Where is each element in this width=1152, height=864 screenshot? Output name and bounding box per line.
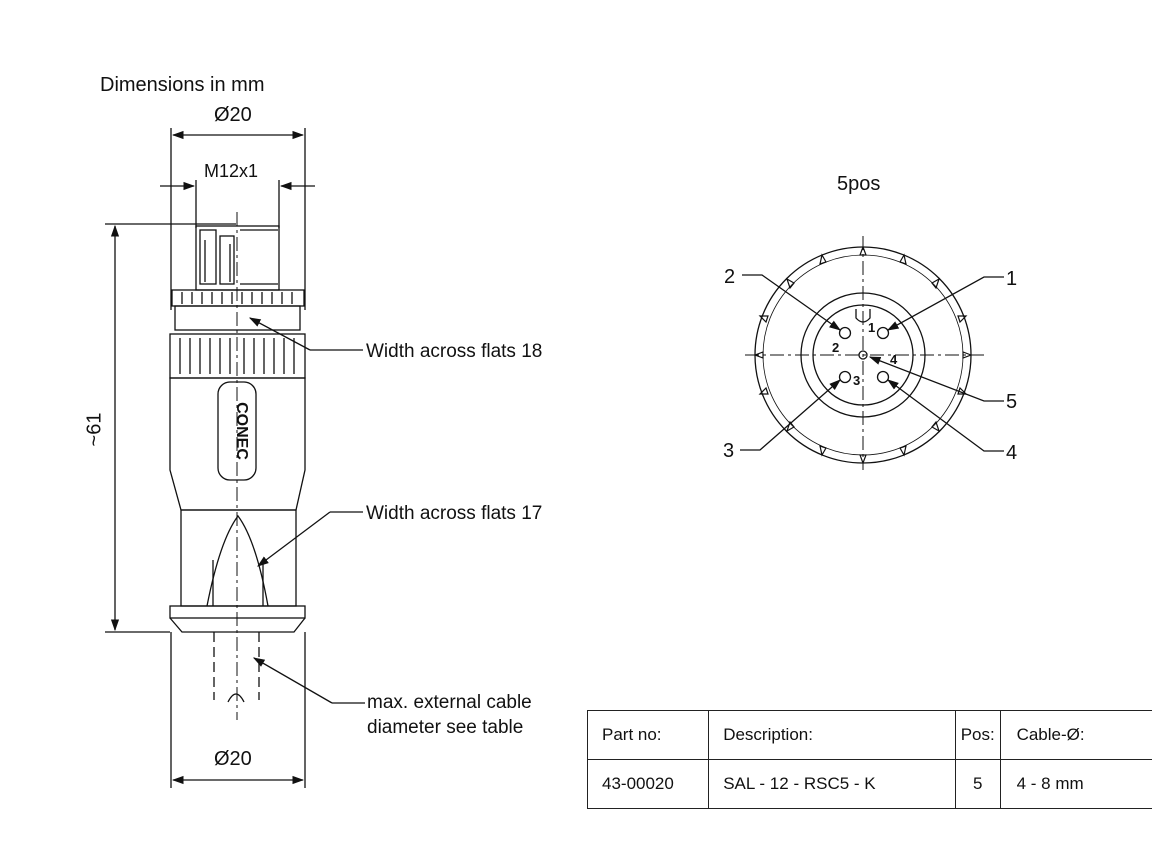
bottom-diameter-dimension	[170, 632, 306, 788]
table-header-part-no: Part no:	[586, 710, 710, 760]
pin-label-2: 2	[724, 266, 736, 288]
thread-dimension	[160, 180, 315, 228]
pin-1	[876, 326, 890, 340]
top-diameter-label: Ø20	[214, 104, 252, 126]
table-header-pos: Pos:	[954, 710, 1001, 760]
knurl-teeth	[753, 245, 973, 465]
table-header-row: Part no: Description: Pos: Cable-Ø:	[586, 710, 1152, 760]
pin-label-3: 3	[723, 440, 735, 462]
pin-label-5: 5	[1006, 391, 1018, 413]
knurl-ring-1	[181, 292, 293, 304]
flats-18-callout: Width across flats 18	[366, 341, 543, 362]
pin-3	[838, 370, 852, 384]
inner-label-4: 4	[890, 352, 898, 367]
parts-table: Part no: Description: Pos: Cable-Ø: 43-0…	[586, 710, 1152, 809]
inner-label-2: 2	[832, 340, 840, 355]
knurl-grip	[179, 338, 295, 374]
face-view-title: 5pos	[837, 173, 881, 195]
inner-label-3: 3	[853, 373, 861, 388]
length-dimension	[105, 223, 236, 633]
pin-label-4: 4	[1006, 442, 1018, 464]
inner-label-1: 1	[868, 320, 876, 335]
cable-callout-line2: diameter see table	[367, 717, 524, 738]
bottom-diameter-label: Ø20	[214, 748, 252, 770]
top-diameter-dimension	[170, 128, 306, 310]
table-cell-part-no: 43-00020	[586, 759, 710, 809]
thread-label: M12x1	[204, 161, 259, 181]
table-header-description: Description:	[708, 710, 956, 760]
face-view	[740, 236, 1004, 470]
flats-17-callout: Width across flats 17	[366, 503, 543, 524]
pin-label-1: 1	[1006, 268, 1018, 290]
dimensions-note: Dimensions in mm	[100, 74, 265, 96]
table-cell-description: SAL - 12 - RSC5 - K	[708, 759, 956, 809]
pin-2	[838, 326, 852, 340]
table-cell-cable: 4 - 8 mm	[999, 759, 1152, 809]
cable-callout-line1: max. external cable	[367, 692, 532, 713]
logo-text: CONEC	[233, 402, 250, 460]
table-row: 43-00020 SAL - 12 - RSC5 - K 5 4 - 8 mm	[586, 759, 1152, 809]
table-header-cable: Cable-Ø:	[999, 710, 1152, 760]
table-cell-pos: 5	[954, 759, 1001, 809]
pin-4	[876, 370, 890, 384]
